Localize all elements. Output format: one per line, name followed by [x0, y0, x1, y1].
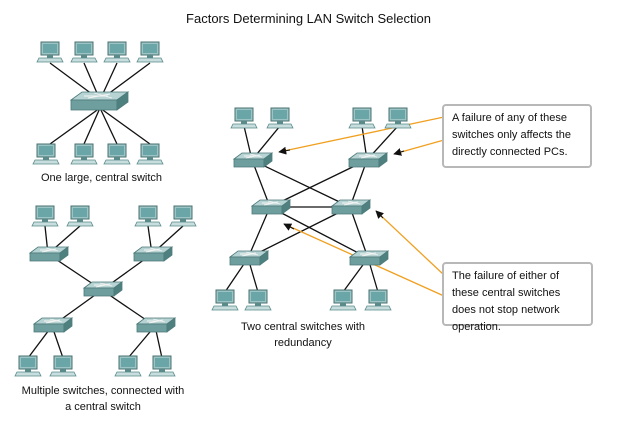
- leader-line: [278, 116, 445, 153]
- switch-icon: [229, 250, 269, 266]
- pc-icon: [70, 143, 98, 165]
- leader-line: [375, 210, 445, 276]
- pc-icon: [266, 107, 294, 129]
- pc-icon: [230, 107, 258, 129]
- callout-central-failure: The failure of either of these central s…: [442, 262, 593, 333]
- switch-icon: [349, 250, 389, 266]
- switch-icon: [33, 317, 73, 333]
- callout-access-failure: A failure of any of these switches only …: [442, 104, 592, 168]
- pc-icon: [49, 355, 77, 377]
- pc-icon: [348, 107, 376, 129]
- caption-one-central: One large, central switch: [40, 172, 163, 184]
- pc-icon: [32, 143, 60, 165]
- pc-icon: [103, 143, 131, 165]
- switch-icon: [29, 246, 69, 262]
- pc-icon: [14, 355, 42, 377]
- link: [269, 159, 368, 208]
- pc-icon: [70, 41, 98, 63]
- link: [247, 206, 271, 259]
- arrowheads: [278, 146, 405, 231]
- diagram-title: Factors Determining LAN Switch Selection: [186, 11, 431, 26]
- link: [49, 107, 101, 145]
- pc-icon: [31, 205, 59, 227]
- pc-icon: [169, 205, 197, 227]
- pc-icon: [364, 289, 392, 311]
- pc-icon: [148, 355, 176, 377]
- switch-icon: [133, 246, 173, 262]
- pc-icon: [384, 107, 412, 129]
- switch-icon: [136, 317, 176, 333]
- pc-icon: [211, 289, 239, 311]
- pc-icon: [329, 289, 357, 311]
- pc-icon: [103, 41, 131, 63]
- link: [83, 107, 101, 145]
- pc-icon: [244, 289, 272, 311]
- central-switch-icon: [70, 91, 129, 111]
- pc-icon: [114, 355, 142, 377]
- pc-icon: [136, 143, 164, 165]
- link: [349, 159, 368, 208]
- link: [269, 206, 369, 259]
- link: [349, 206, 369, 259]
- pc-icon: [136, 41, 164, 63]
- link: [99, 107, 151, 145]
- central-switch-icon: [331, 199, 371, 215]
- switch-icon: [233, 152, 273, 168]
- central-switch-icon: [251, 199, 291, 215]
- central-switch-icon: [83, 281, 123, 297]
- pc-icon: [134, 205, 162, 227]
- pc-icon: [36, 41, 64, 63]
- link: [251, 159, 271, 208]
- caption-multiple: Multiple switches, connected with a cent…: [21, 385, 185, 413]
- link: [99, 107, 118, 145]
- switch-icon: [348, 152, 388, 168]
- caption-two-central: Two central switches with redundancy: [240, 321, 366, 349]
- pc-icon: [66, 205, 94, 227]
- link: [247, 206, 351, 259]
- link: [251, 159, 351, 208]
